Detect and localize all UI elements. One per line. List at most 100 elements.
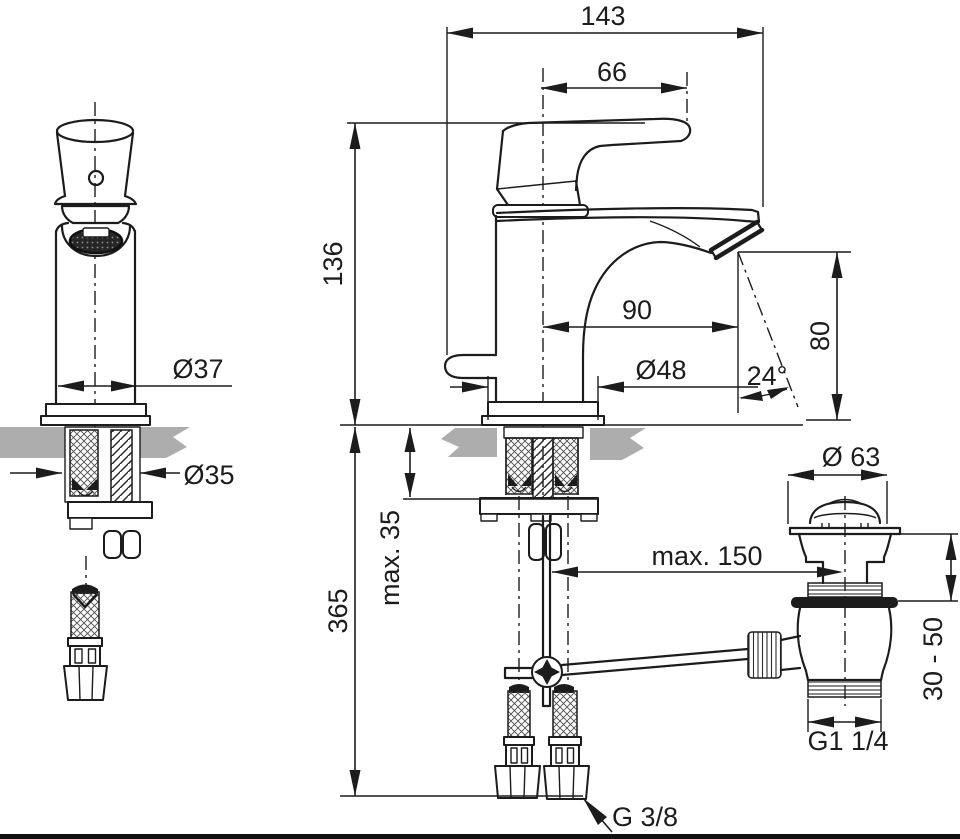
hex-facets [558,765,575,800]
collar-slot [87,648,97,664]
aerator-face [708,219,765,261]
hose-collar [550,744,580,767]
hose-hex-nut-left [494,765,541,799]
dim-g114-label: G1 1/4 [807,726,888,756]
hose-end [77,490,94,497]
popup-lateral-rod [560,647,750,677]
plate-foot [580,513,598,522]
handle-lever [501,117,692,192]
hose-centerlines [518,496,569,684]
dim-365-label: 365 [323,588,353,633]
rod-knurl-connector [747,631,782,679]
popup-waste-view [747,496,902,706]
dim-deck-thickness: max. 35 [375,428,597,606]
cap-sides [495,179,582,207]
dim-rod-length: max. 150 [552,541,843,578]
spout-shoulder [495,207,761,224]
hose-crimp [72,478,98,490]
collar [60,204,131,225]
threaded-stud [532,437,554,501]
dim-48-label: Ø48 [635,355,686,385]
pivot-screw-cross [534,659,560,685]
collar-slot [510,747,518,764]
base-block [45,403,147,417]
hose-ends [511,486,573,493]
mounting-nut [545,523,562,561]
base-plate [40,415,151,426]
waste-thread-collar [807,582,883,598]
hose-collar-lip [67,637,103,647]
handle-sides [55,131,135,198]
dim-63-label: Ø 63 [822,442,881,472]
dim-66-label: 66 [597,57,627,87]
threaded-stud [110,429,133,503]
dim-g38-label: G 3/8 [612,802,678,832]
hose-collar-lip [503,736,535,746]
hose-crimps [508,474,577,486]
dim-hose-thread: G 3/8 [582,797,678,833]
dim-24-label: 24° [747,361,788,391]
faucet-front-view [40,102,153,701]
bottom-border [0,834,960,839]
deck-side-view-left [441,428,497,457]
popup-rod-knob [443,353,498,380]
dim-base-diameter: Ø48 [450,355,758,420]
dimensions: 143 66 136 365 [10,1,958,833]
shank-washer [503,426,584,439]
dim-35-label: Ø35 [183,460,234,490]
waste-tailpipe [807,679,882,698]
body-column [54,221,137,406]
mounting-nut [103,530,122,559]
mounting-nut [122,530,141,559]
dim-80-label: 80 [805,321,835,351]
collar-slot [74,648,83,664]
plug-detail [813,498,877,519]
dim-waste-flange: Ø 63 [787,442,888,524]
plate-foot [480,513,498,522]
connector-boss [779,634,802,672]
hose-hex-nut-right [543,765,590,800]
handle-indicator-dot [87,169,105,187]
plug-dome [808,500,882,525]
hose-collar-lip [548,736,582,746]
dim-37-label: Ø37 [172,354,223,384]
supply-hose-right [552,690,578,738]
dim-136-label: 136 [318,241,348,286]
collar-slot [555,747,563,764]
dim-max150-label: max. 150 [651,541,762,571]
dim-90-label: 90 [622,295,652,325]
braid-chevron [72,593,98,609]
plug-stem [821,523,869,529]
mounting-plate-tab [69,517,93,530]
dim-height-above-deck: 136 [318,122,645,425]
dim-outlet-height-angle: 80 24° [737,251,851,421]
dim-max35-label: max. 35 [375,510,405,606]
handle-back-edge [495,129,505,191]
spout-mouth-ring [60,224,132,258]
hex-facets [78,665,94,701]
dim-hose-length: 365 [323,427,361,796]
dim-handle-width: 66 [541,57,688,122]
dim-spout-reach: 90 [543,295,738,333]
deck-side-view-right [590,428,646,460]
base-block [487,401,599,417]
hex-facets [509,765,526,799]
popup-rod [541,514,552,708]
waste-funnel [797,532,893,585]
faucet-side-view [443,68,765,520]
aerator-tab [82,227,110,238]
handle-skirt [53,194,138,206]
plate-foot [530,513,552,522]
pivot-left-stub [503,666,534,680]
mounting-plate [67,501,153,519]
waste-flange [788,526,902,536]
supply-hose-braid [70,591,100,639]
under-counter-assembly [340,426,750,800]
dim-waste-thread: G1 1/4 [807,699,889,756]
dim-143-label: 143 [580,1,625,31]
seal-washer [791,597,898,608]
dim-hole-diameter: Ø35 [10,460,235,490]
dim-3050-label: 30 - 50 [918,617,948,701]
